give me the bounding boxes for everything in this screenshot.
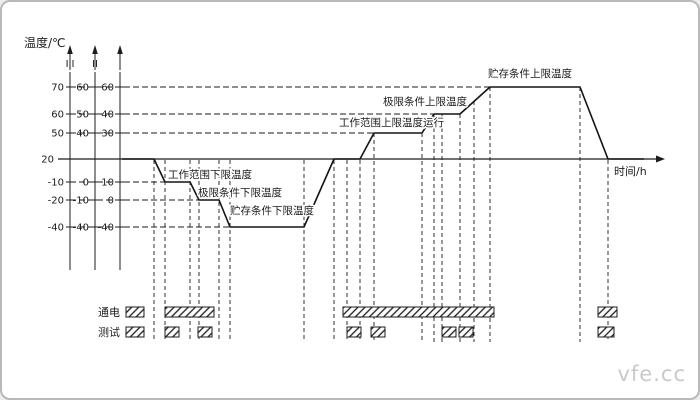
svg-text:-10: -10 [48,178,64,189]
test-bar [346,326,362,338]
svg-text:40: 40 [76,129,89,140]
svg-text:-40: -40 [73,223,89,234]
event-dashed-verticals [153,87,609,342]
power-on-bar [125,306,145,318]
svg-text:极限条件下限温度: 极限条件下限温度 [198,186,282,199]
svg-text:极限条件上限温度: 极限条件上限温度 [383,95,467,108]
test-bar [370,326,386,338]
svg-text:50: 50 [51,129,64,140]
test-row-label: 测试 [98,326,120,339]
svg-text:10: 10 [101,178,114,189]
svg-text:60: 60 [76,83,89,94]
svg-text:III: III [66,59,75,70]
time-axis: 20 [41,155,665,166]
svg-text:II: II [92,59,98,70]
test-bar [197,326,213,338]
timeline-bars [125,306,618,338]
svg-text:工作范围上限温度运行: 工作范围上限温度运行 [339,116,444,129]
svg-text:70: 70 [51,83,64,94]
test-bar [441,326,457,338]
watermark: vfe.cc [617,362,686,386]
svg-text:贮存条件上限温度: 贮存条件上限温度 [488,67,572,80]
svg-text:30: 30 [101,129,114,140]
svg-text:工作范围下限温度: 工作范围下限温度 [168,168,252,181]
test-bar [125,326,145,338]
svg-text:-40: -40 [98,223,114,234]
svg-text:40: 40 [101,110,114,121]
scale-arrow-icon [92,45,98,54]
x-axis-label: 时间/h [614,165,647,178]
scale-arrow-icon [117,45,123,54]
test-bar [597,326,615,338]
svg-text:60: 60 [101,83,114,94]
temperature-profile-line [122,86,644,228]
test-bar [458,326,474,338]
temperature-scales: III 70 60 50 -10 -20 -40 II 60 50 40 0 -10 -40 I 60 40 30… [48,45,124,270]
power-on-bar [164,306,215,318]
y-axis-label: 温度/℃ [24,36,66,50]
svg-text:0: 0 [108,196,114,207]
power-on-bar [342,306,495,318]
svg-text:-40: -40 [48,223,64,234]
svg-text:60: 60 [51,110,64,121]
svg-text:0: 0 [83,178,89,189]
test-bar [164,326,180,338]
axis-arrow-icon [656,155,665,163]
svg-text:-10: -10 [73,196,89,207]
power-on-row-label: 通电 [98,306,120,319]
scale-arrow-icon [67,45,73,54]
svg-text:I: I [119,59,122,70]
svg-text:50: 50 [76,110,89,121]
svg-text:20: 20 [41,155,54,166]
svg-text:贮存条件下限温度: 贮存条件下限温度 [230,204,314,217]
power-on-bar [597,306,618,318]
svg-text:-20: -20 [48,196,64,207]
